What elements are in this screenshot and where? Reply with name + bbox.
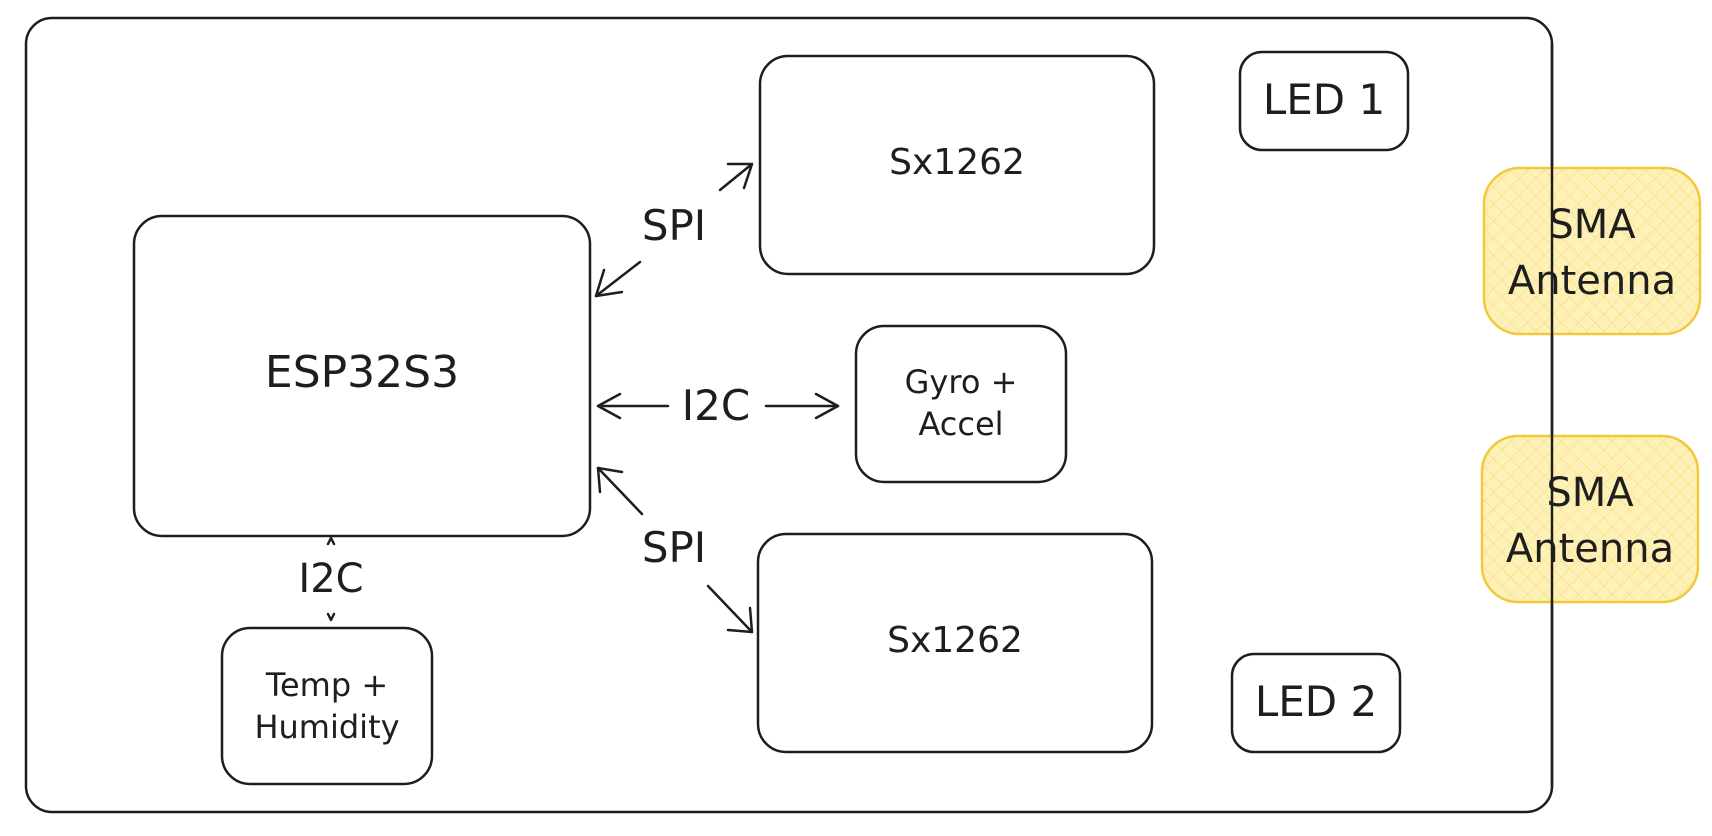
gyro-accel-block: Gyro + Accel [854,324,1068,484]
led2-block: LED 2 [1230,652,1402,754]
esp32s3-label: ESP32S3 [265,347,459,398]
led1-label: LED 1 [1263,75,1385,124]
antenna-bottom-label-2: Antenna [1506,526,1674,572]
esp32s3-block: ESP32S3 [132,214,592,538]
spi-bottom-label: SPI [642,523,706,572]
sx1262-top-block: Sx1262 [758,54,1156,276]
antenna-bottom: SMA Antenna [1480,434,1700,604]
i2c-link-temp: I2C [298,536,364,622]
i2c-temp-label: I2C [298,556,363,602]
spi-link-top: SPI [594,162,754,298]
temp-label-2: Humidity [254,708,399,746]
sx1262-bottom-label: Sx1262 [887,620,1023,661]
spi-link-bottom: SPI [596,466,754,634]
temp-humidity-block: Temp + Humidity [220,626,434,786]
antenna-top-label-1: SMA [1548,202,1636,248]
led1-block: LED 1 [1238,50,1410,152]
i2c-link-gyro: I2C [596,381,840,430]
gyro-label-1: Gyro + [905,363,1018,401]
i2c-gyro-label: I2C [682,381,750,430]
sx1262-top-label: Sx1262 [889,142,1025,183]
antenna-top-label-2: Antenna [1508,258,1676,304]
led2-label: LED 2 [1255,677,1377,726]
antenna-bottom-label-1: SMA [1546,470,1634,516]
spi-top-label: SPI [642,201,706,250]
sx1262-bottom-block: Sx1262 [756,532,1154,754]
gyro-label-2: Accel [918,405,1003,443]
temp-label-1: Temp + [265,666,388,704]
antenna-top: SMA Antenna [1482,166,1702,336]
